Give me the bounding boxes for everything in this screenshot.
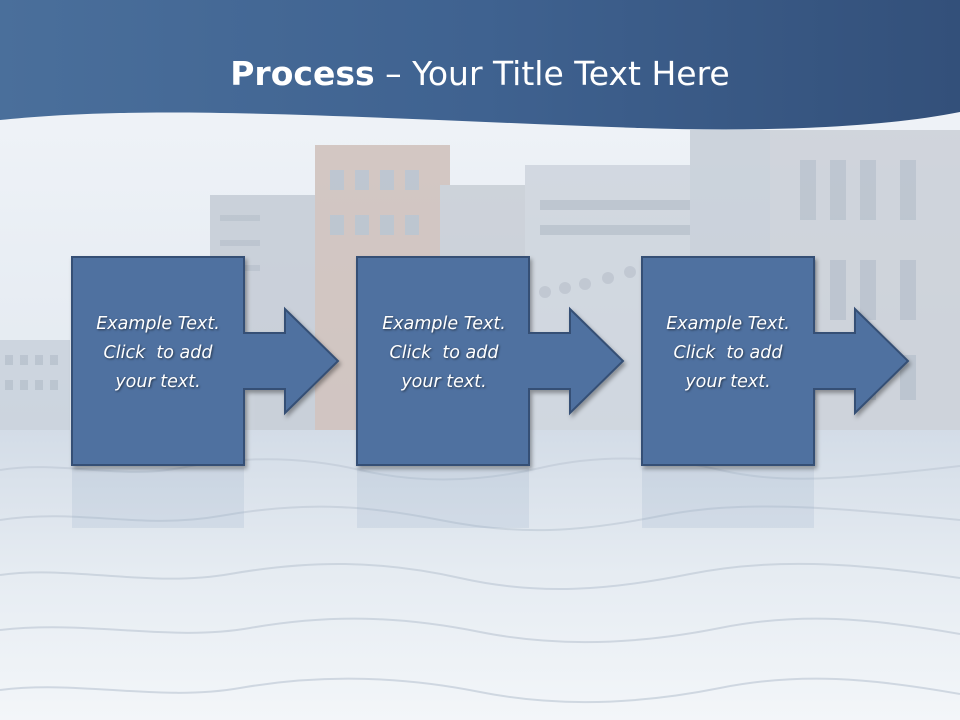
process-step-2-shape[interactable] [356,256,625,466]
process-step-1-shape[interactable] [71,256,340,466]
process-step-1-text[interactable]: Example Text. Click to add your text. [72,310,244,397]
title-bold: Process [230,54,375,93]
step-2-line-3: your text. [401,372,487,392]
process-step-3-shape[interactable] [641,256,910,466]
step-2-line-1: Example Text. [382,314,506,334]
step-1-line-2: Click to add [103,343,213,363]
step-2-line-2: Click to add [389,343,499,363]
process-step-3-text[interactable]: Example Text. Click to add your text. [642,310,814,397]
process-step-2-text[interactable]: Example Text. Click to add your text. [358,310,530,397]
step-1-line-3: your text. [115,372,201,392]
slide-title[interactable]: Process – Your Title Text Here [0,52,960,96]
step-3-line-1: Example Text. [666,314,790,334]
step-3-line-3: your text. [685,372,771,392]
step-1-line-1: Example Text. [96,314,220,334]
header-band [0,0,960,130]
step-3-line-2: Click to add [673,343,783,363]
title-rest: – Your Title Text Here [374,54,730,93]
